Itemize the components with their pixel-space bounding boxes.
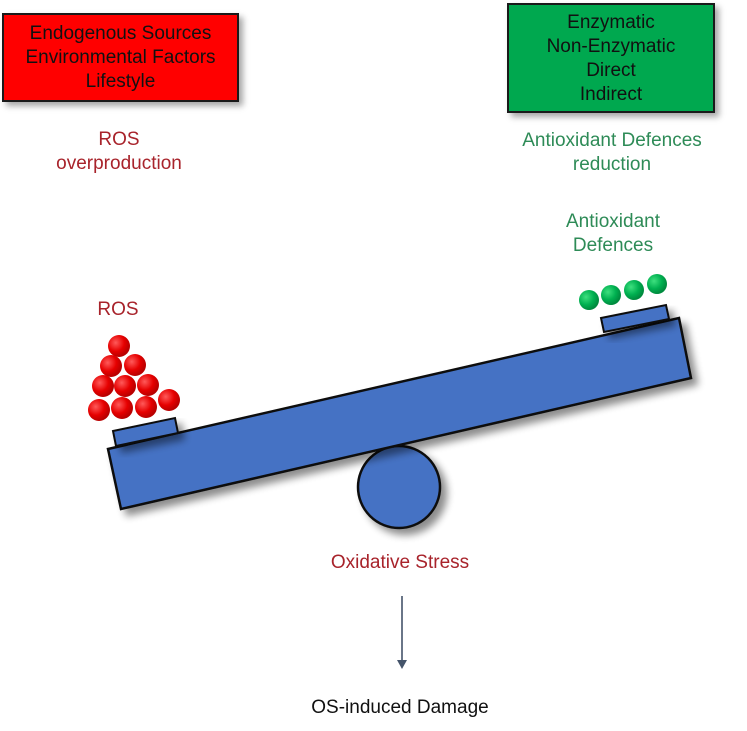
ros-spheres: [88, 335, 180, 421]
ros-sphere: [100, 355, 122, 377]
antioxidant-type-2: Non-Enzymatic: [546, 36, 676, 57]
antioxidant-sphere: [647, 274, 667, 294]
antioxidant-sphere: [579, 290, 599, 310]
oxidative-stress-label: Oxidative Stress: [330, 552, 470, 573]
ros-sphere: [124, 354, 146, 376]
ros-sphere: [108, 335, 130, 357]
ros-sphere: [137, 374, 159, 396]
os-damage-label: OS-induced Damage: [311, 697, 489, 718]
antioxidant-spheres: [579, 274, 667, 310]
antioxidant-type-4: Indirect: [579, 84, 643, 105]
ros-sphere: [114, 375, 136, 397]
sources-line-1: Endogenous Sources: [29, 22, 212, 44]
antioxidant-defences-line-1: Antioxidant: [565, 211, 660, 232]
ros-label: ROS: [97, 299, 139, 320]
ros-overproduction-line-2: overproduction: [56, 153, 182, 174]
antioxidant-type-1: Enzymatic: [567, 12, 655, 33]
ros-sphere: [111, 397, 133, 419]
left-tray: [111, 416, 180, 448]
antioxidant-defences-label: Antioxidant Defences: [548, 210, 678, 258]
down-arrow: [397, 596, 407, 669]
sources-line-2: Environmental Factors: [25, 46, 216, 68]
antioxidant-reduction-line-1: Antioxidant Defences: [522, 130, 702, 151]
antioxidant-types-box: Enzymatic Non-Enzymatic Direct Indirect: [507, 3, 715, 113]
antioxidant-type-3: Direct: [586, 60, 636, 81]
antioxidant-reduction-label: Antioxidant Defences reduction: [508, 129, 716, 177]
ros-sphere: [135, 396, 157, 418]
sources-box: Endogenous Sources Environmental Factors…: [2, 13, 239, 102]
ros-sphere: [92, 375, 114, 397]
antioxidant-sphere: [601, 285, 621, 305]
ros-overproduction-label: ROS overproduction: [49, 128, 189, 176]
ros-overproduction-line-1: ROS: [98, 129, 140, 150]
ros-sphere: [88, 399, 110, 421]
ros-sphere: [158, 389, 180, 411]
sources-line-3: Lifestyle: [85, 70, 156, 92]
antioxidant-sphere: [624, 280, 644, 300]
seesaw-beam: [106, 316, 693, 511]
right-tray: [599, 303, 671, 334]
antioxidant-defences-line-2: Defences: [572, 235, 654, 256]
fulcrum: [356, 444, 442, 530]
antioxidant-reduction-line-2: reduction: [572, 154, 652, 175]
